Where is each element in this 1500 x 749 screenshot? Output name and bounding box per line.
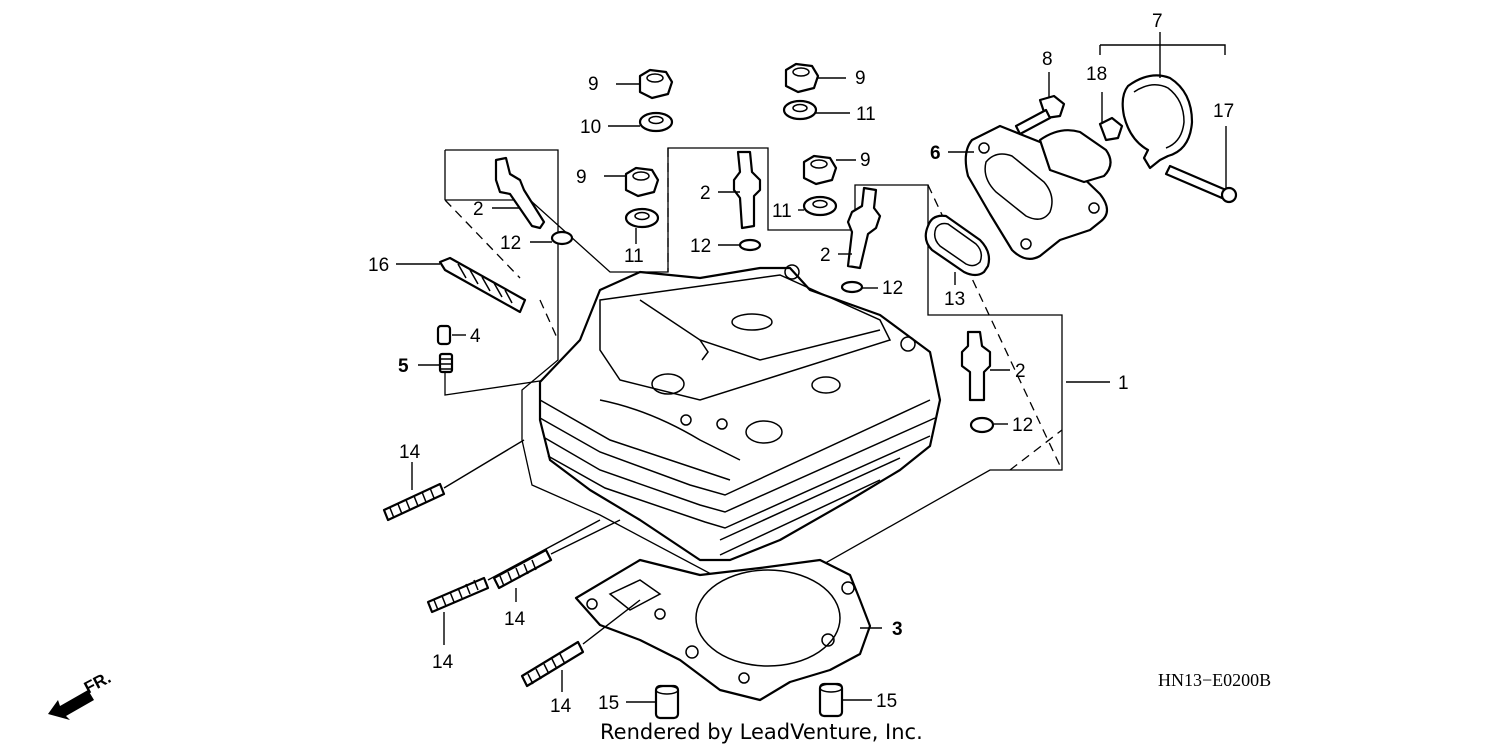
washer-10 xyxy=(638,111,674,133)
callout-2b: 2 xyxy=(700,183,711,204)
valve-guide-2a xyxy=(494,156,546,230)
nut-9d xyxy=(802,154,838,186)
callout-2a: 2 xyxy=(473,199,484,220)
render-credit: Rendered by LeadVenture, Inc. xyxy=(600,720,923,744)
stud-14b xyxy=(426,576,490,614)
o-ring-12b xyxy=(738,238,762,252)
dowel-pin-4 xyxy=(436,324,452,346)
nut-9c xyxy=(624,166,660,198)
nut-9a xyxy=(638,68,674,100)
callout-4: 4 xyxy=(470,326,481,347)
o-ring-12c xyxy=(840,280,864,294)
nut-9b xyxy=(784,62,820,94)
callout-9b: 9 xyxy=(855,68,866,89)
callout-11b: 11 xyxy=(624,246,644,267)
callout-5: 5 xyxy=(398,356,409,377)
front-direction-arrow: FR. xyxy=(48,668,114,720)
callout-labels: 1 2 2 2 2 3 4 5 6 7 8 9 9 9 9 10 11 11 1… xyxy=(368,11,1234,717)
clamp-screw-17 xyxy=(1164,164,1238,204)
callout-2d: 2 xyxy=(1015,361,1026,382)
valve-guide-2c xyxy=(846,186,882,270)
callout-8: 8 xyxy=(1042,49,1053,70)
dowel-pin-15b xyxy=(818,682,844,718)
callout-15b: 15 xyxy=(876,691,897,712)
callout-1: 1 xyxy=(1118,373,1129,394)
cylinder-head-1 xyxy=(538,264,942,562)
bolt-8 xyxy=(1014,94,1066,136)
o-ring-12a xyxy=(550,230,574,246)
stud-14c xyxy=(492,548,553,590)
callout-12d: 12 xyxy=(1012,415,1033,436)
callout-10: 10 xyxy=(580,117,601,138)
valve-guide-2d xyxy=(960,330,992,402)
stud-14d xyxy=(520,640,585,688)
callout-14a: 14 xyxy=(399,442,421,463)
callout-9c: 9 xyxy=(576,167,587,188)
clamp-nut-18 xyxy=(1098,116,1124,142)
callout-3: 3 xyxy=(892,619,903,640)
callout-14d: 14 xyxy=(550,696,572,717)
callout-2c: 2 xyxy=(820,245,831,266)
callout-12b: 12 xyxy=(690,236,711,257)
callout-18: 18 xyxy=(1086,64,1107,85)
callout-7: 7 xyxy=(1152,11,1163,32)
callout-13: 13 xyxy=(944,289,965,310)
washer-11b xyxy=(624,207,660,229)
diagram-code: HN13−E0200B xyxy=(1158,670,1271,690)
o-ring-12d xyxy=(969,416,995,434)
head-gasket-3 xyxy=(574,558,872,702)
callout-14c: 14 xyxy=(504,609,526,630)
valve-guide-2b xyxy=(732,150,762,230)
washer-11a xyxy=(782,99,818,121)
callout-14b: 14 xyxy=(432,652,454,673)
callout-9d: 9 xyxy=(860,150,871,171)
leader-lines xyxy=(396,32,1227,703)
spring-5 xyxy=(438,352,454,374)
callout-9a: 9 xyxy=(588,74,599,95)
stud-14a xyxy=(382,482,446,522)
callout-12c: 12 xyxy=(882,278,903,299)
callout-12a: 12 xyxy=(500,233,521,254)
washer-11c xyxy=(802,195,838,217)
front-arrow-icon xyxy=(48,690,94,720)
callout-17: 17 xyxy=(1213,101,1234,122)
spark-plug-16 xyxy=(438,256,527,314)
callout-11a: 11 xyxy=(856,104,876,125)
callout-16: 16 xyxy=(368,255,389,276)
callout-6: 6 xyxy=(930,143,941,164)
callout-15a: 15 xyxy=(598,693,619,714)
hose-clamp-7 xyxy=(1121,74,1194,170)
dowel-pin-15a xyxy=(654,684,680,720)
callout-11c: 11 xyxy=(772,201,792,222)
insulator-gasket-13 xyxy=(924,214,991,277)
intake-pipe-6 xyxy=(964,124,1112,261)
